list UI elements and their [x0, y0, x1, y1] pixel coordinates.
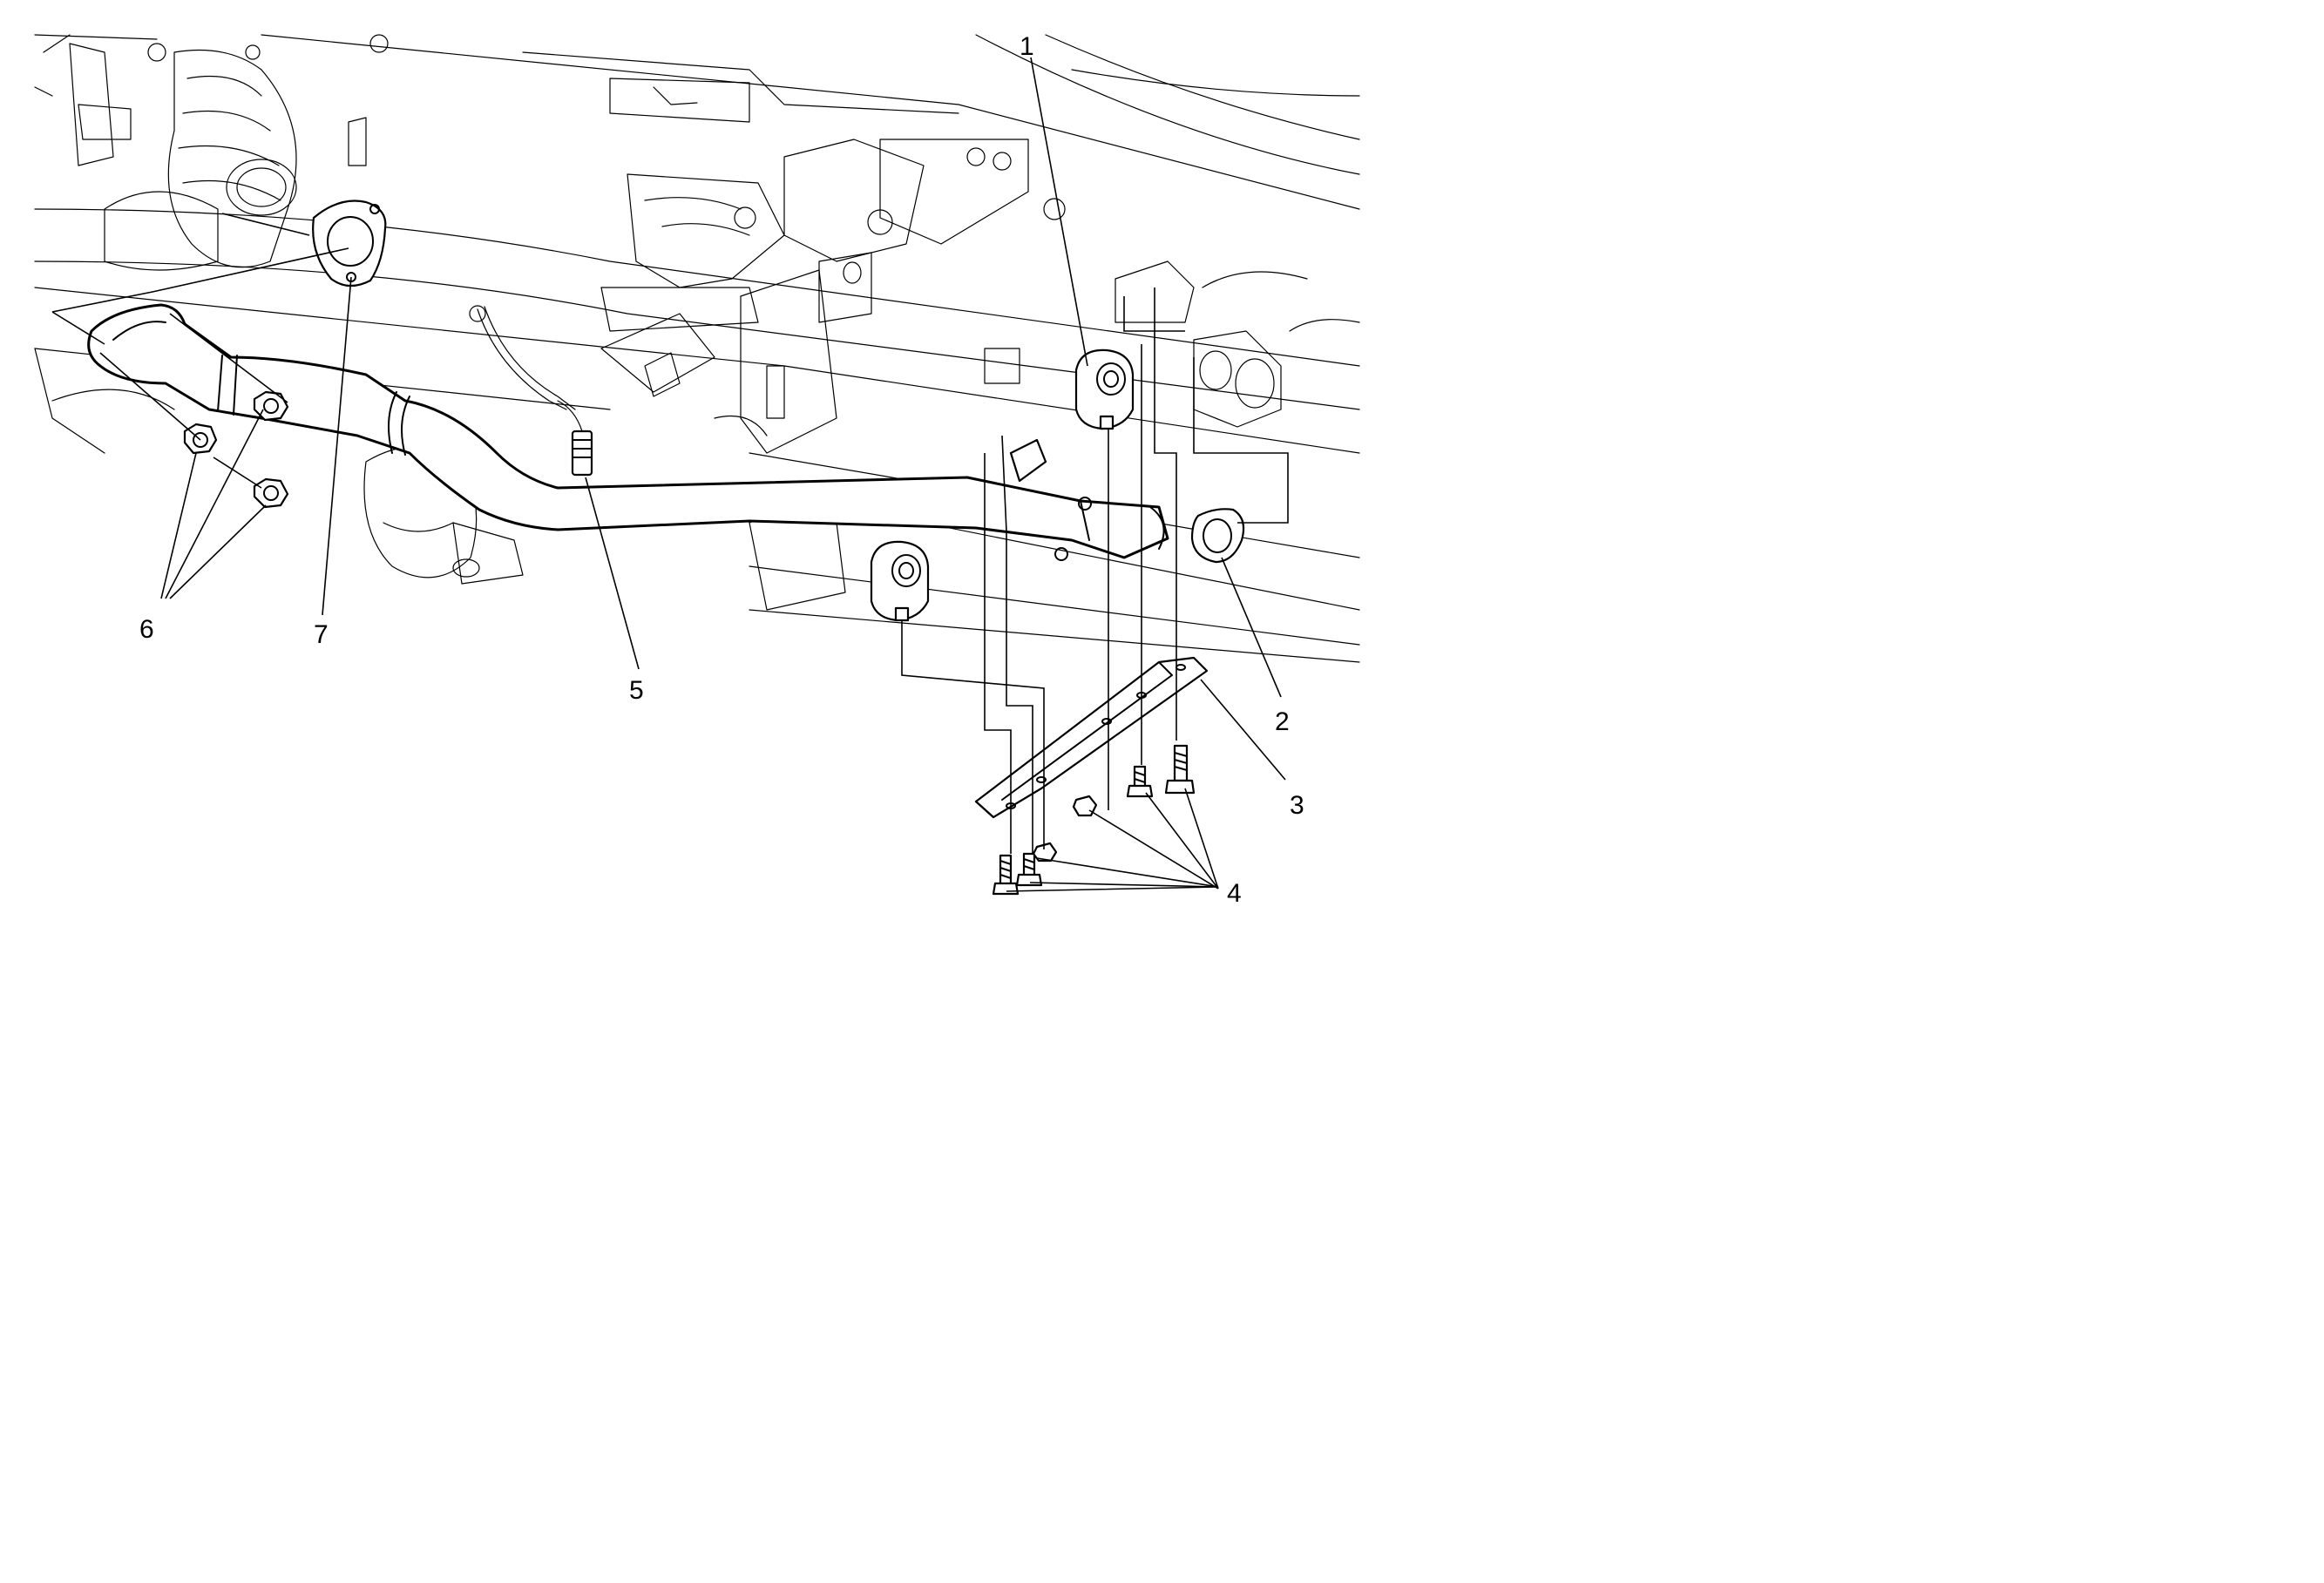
- callout-6: 6: [139, 615, 154, 644]
- assembly-alignment-lines: [51, 213, 1289, 854]
- nut-3: [253, 477, 289, 509]
- gasket-part-7: [312, 200, 387, 288]
- bolts-part-4: [992, 744, 1196, 896]
- bolt-e: [1126, 765, 1154, 798]
- callout-3: 3: [1290, 791, 1304, 820]
- nut-c: [1032, 842, 1058, 863]
- callout-leaders: [160, 57, 1286, 892]
- callout-7: 7: [314, 620, 329, 649]
- callout-labels: 1 2 3 4 5 6 7: [139, 32, 1304, 908]
- vehicle-underbody-background: [34, 34, 1360, 663]
- nuts-part-6: [183, 390, 289, 509]
- exhaust-installation-diagram: 1 2 3 4 5 6 7: [34, 32, 1360, 908]
- nut-2: [253, 390, 289, 422]
- callout-1: 1: [1020, 32, 1034, 61]
- callout-4: 4: [1227, 879, 1242, 908]
- brace-part-3: [974, 656, 1209, 819]
- callout-2: 2: [1275, 707, 1290, 736]
- insulator-lower: [870, 540, 930, 622]
- bolt-f: [1164, 744, 1196, 795]
- exhaust-pipe: [87, 303, 1169, 561]
- callout-5: 5: [629, 676, 644, 705]
- gasket-part-2: [1190, 508, 1245, 564]
- bolt-a: [992, 854, 1020, 896]
- insulator-part-1: [1074, 348, 1135, 430]
- nut-1: [183, 423, 218, 455]
